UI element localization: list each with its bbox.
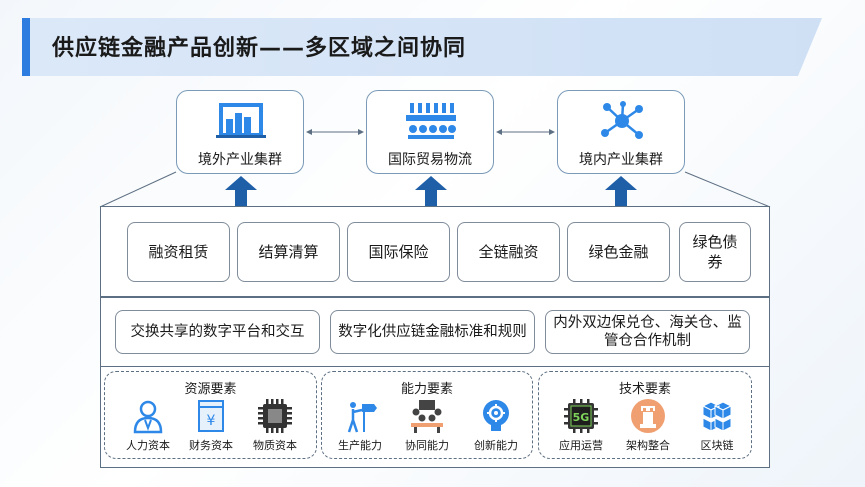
product-box: 绿色债券	[679, 222, 751, 282]
element-item: 物质资本	[245, 398, 305, 453]
circuit-icon	[406, 103, 456, 139]
resource-elements-group: 资源要素	[104, 371, 317, 459]
node-overseas-cluster: 境外产业集群	[176, 90, 304, 174]
element-label: 应用运营	[559, 439, 603, 452]
lightbulb-gear-icon	[483, 400, 509, 431]
element-label: 人力资本	[126, 439, 170, 452]
node-intl-logistics: 国际贸易物流	[366, 90, 494, 174]
group-title: 能力要素	[400, 382, 453, 397]
element-label: 架构整合	[626, 439, 670, 452]
title-accent-bar	[22, 18, 30, 76]
bidirectional-arrow-icon	[496, 129, 555, 135]
product-box: 结算清算	[237, 222, 340, 282]
element-item: 人力资本	[118, 398, 178, 453]
bidirectional-arrow-icon	[306, 129, 364, 135]
element-item: ¥ 财务资本	[181, 398, 241, 453]
person-icon	[133, 400, 163, 434]
capability-elements-group: 能力要素	[321, 371, 533, 459]
svg-text:¥: ¥	[207, 413, 216, 429]
product-box: 国际保险	[347, 222, 450, 282]
5g-chip-icon: 5G	[564, 399, 598, 433]
product-box: 绿色金融	[567, 222, 670, 282]
mechanism-box: 内外双边保兑仓、海关仓、监管仓合作机制	[545, 310, 750, 354]
node-label: 境内产业集群	[579, 152, 663, 168]
product-box: 融资租赁	[127, 222, 230, 282]
up-arrow-icon	[225, 176, 257, 206]
group-title: 技术要素	[618, 382, 671, 397]
page-title: 供应链金融产品创新——多区域之间协同	[52, 36, 467, 61]
element-item: 架构整合	[618, 398, 678, 453]
up-arrow-icon	[605, 176, 637, 206]
group-title: 资源要素	[184, 382, 237, 397]
node-label: 国际贸易物流	[388, 152, 472, 168]
network-icon	[601, 101, 643, 139]
mechanism-box: 交换共享的数字平台和交互	[115, 310, 320, 354]
mechanism-box: 数字化供应链金融标准和规则	[330, 310, 535, 354]
element-label: 创新能力	[474, 439, 518, 452]
chess-rook-icon	[631, 399, 665, 433]
element-item: 生产能力	[330, 398, 390, 453]
product-box: 全链融资	[457, 222, 560, 282]
money-icon: ¥	[198, 400, 224, 432]
element-item: 创新能力	[466, 398, 526, 453]
technology-elements-group: 技术要素	[538, 371, 752, 459]
chip-icon	[258, 399, 292, 433]
element-label: 协同能力	[405, 439, 449, 452]
signpost-icon	[347, 402, 377, 433]
element-label: 财务资本	[189, 439, 233, 452]
blocks-icon	[701, 401, 733, 432]
element-label: 生产能力	[338, 439, 382, 452]
element-label: 物质资本	[253, 439, 297, 452]
bar-chart-icon	[216, 103, 266, 138]
node-domestic-cluster: 境内产业集群	[557, 90, 685, 174]
element-label: 区块链	[700, 439, 734, 452]
title-banner	[22, 18, 822, 76]
element-item: 协同能力	[397, 398, 457, 453]
node-label: 境外产业集群	[198, 152, 282, 168]
meeting-icon	[411, 400, 443, 433]
up-arrow-icon	[415, 176, 447, 206]
5g-label: 5G	[573, 411, 590, 424]
element-item: 区块链	[687, 398, 747, 453]
element-item: 5G 应用运营	[551, 398, 611, 453]
